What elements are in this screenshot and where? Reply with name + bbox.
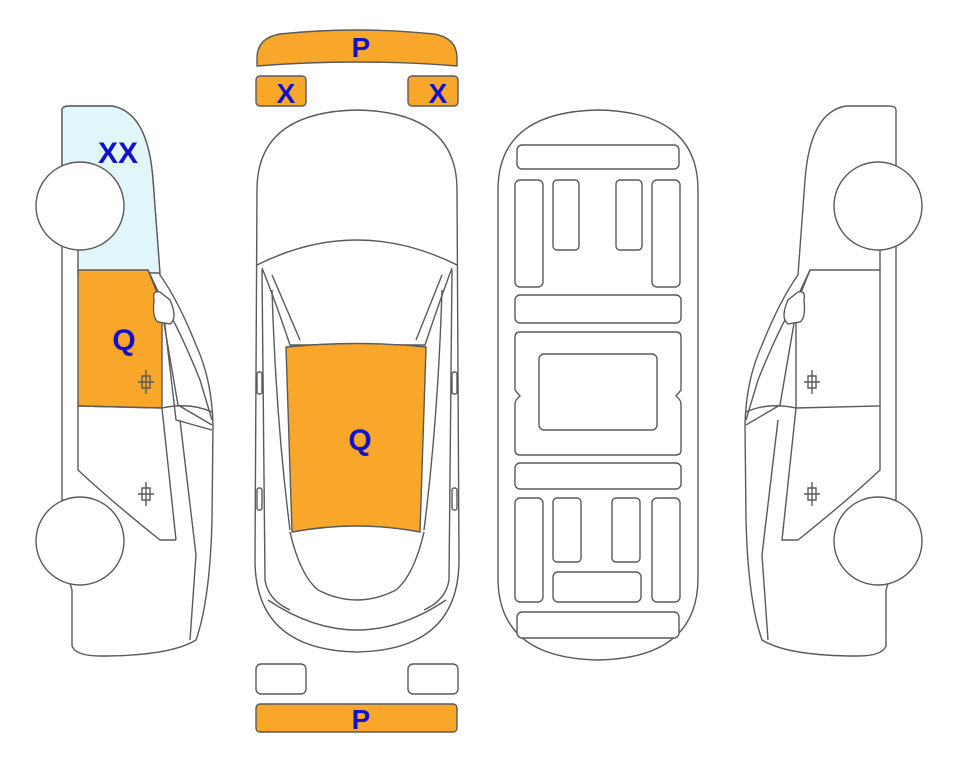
right-side-view: [744, 105, 923, 657]
underside-rear-right-cell: [611, 497, 641, 563]
left-front-handle-icon: [138, 370, 154, 394]
top-right-pillar: [423, 269, 453, 611]
underside-rear-bar: [516, 611, 680, 639]
front-light-left: [255, 75, 307, 107]
rear-bumper: [255, 703, 458, 733]
underside-mid-bar-2: [514, 462, 682, 490]
left-mirror-icon: [152, 290, 175, 325]
right-rear-wheel-icon: [833, 496, 923, 586]
right-side-line-a: [745, 269, 811, 426]
top-left-mirror-icon: [256, 371, 263, 395]
left-front-door-panel: [77, 269, 163, 409]
top-left-pillar: [261, 269, 291, 611]
right-side-line-e: [781, 406, 881, 541]
left-side-line-a: [147, 269, 213, 426]
left-door-mark: Q: [112, 324, 135, 357]
right-front-handle-icon: [804, 370, 820, 394]
front-light-left-mark: X: [277, 78, 296, 109]
underside-rear-left-rail: [514, 497, 544, 603]
top-right-inner: [423, 289, 443, 531]
right-side-line-c: [795, 269, 881, 409]
left-fender-mark: XX: [98, 137, 138, 170]
top-left-handle-icon: [256, 487, 263, 511]
roof-mark: Q: [348, 424, 371, 457]
right-front-wheel-icon: [833, 161, 923, 251]
right-side-line-d: [745, 405, 797, 413]
top-right-mirror-icon: [451, 371, 458, 395]
left-side-line-g: [179, 419, 197, 641]
right-mirror-icon: [783, 290, 806, 325]
left-side-line-d: [161, 405, 213, 413]
left-side-view: XX Q: [35, 105, 214, 657]
left-rear-wheel-icon: [35, 496, 125, 586]
underside-rear-left-cell: [552, 497, 582, 563]
front-light-right-mark: X: [429, 78, 448, 109]
front-bumper: [256, 29, 458, 67]
left-side-line-e: [77, 406, 176, 541]
underside-view: [497, 109, 699, 661]
top-right-handle-icon: [451, 487, 458, 511]
underside-rear-cross: [552, 571, 642, 603]
roof-panel: [285, 342, 427, 533]
rear-light-left-icon: [255, 663, 307, 695]
underside-front-bar: [516, 144, 680, 170]
top-hood-line: [256, 239, 458, 266]
front-bumper-mark: P: [352, 32, 371, 63]
right-side-line-f: [761, 419, 779, 641]
underside-front-right-rail: [651, 179, 681, 288]
top-rear-window: [289, 531, 425, 601]
underside-mid-bar-1: [514, 294, 682, 324]
left-front-wheel-icon: [35, 161, 125, 251]
left-rear-handle-icon: [138, 482, 154, 506]
top-view: P X X Q P: [254, 29, 460, 735]
underside-rear-right-rail: [651, 497, 681, 603]
front-light-right: [407, 75, 459, 107]
rear-bumper-mark: P: [352, 704, 371, 735]
left-side-line-f: [161, 299, 213, 431]
top-windshield-inner: [271, 274, 443, 341]
top-trunk-line: [267, 599, 447, 631]
underside-front-right-cell: [615, 179, 643, 251]
right-rear-handle-icon: [804, 482, 820, 506]
underside-front-left-rail: [514, 179, 544, 288]
underside-front-left-cell: [552, 179, 580, 251]
rear-light-right-icon: [407, 663, 459, 695]
top-left-inner: [271, 289, 291, 531]
underside-center-panel: [538, 353, 658, 431]
